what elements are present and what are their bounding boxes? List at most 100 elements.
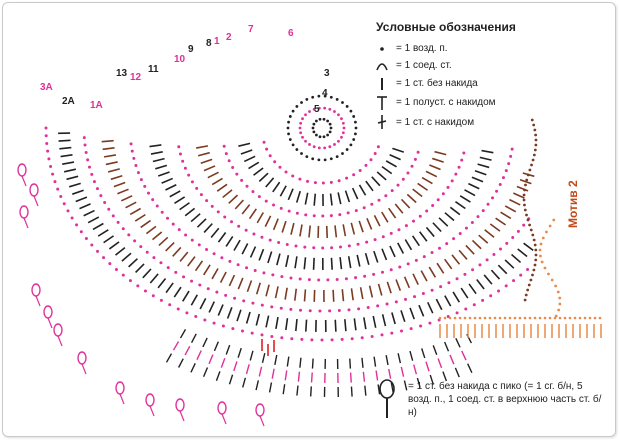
single-crochet-stitch — [225, 344, 231, 355]
chain-stitch — [86, 158, 90, 162]
double-crochet-stitch — [200, 158, 213, 164]
single-crochet-stitch — [377, 384, 381, 395]
double-crochet-stitch — [479, 156, 492, 161]
chain-stitch — [262, 140, 266, 144]
chain-stitch — [264, 199, 268, 203]
single-crochet-stitch — [311, 358, 314, 369]
single-crochet-stitch — [208, 354, 214, 365]
motif-chain-stitch — [524, 293, 528, 297]
chain-stitch — [376, 304, 380, 308]
diagram-frame — [2, 2, 616, 437]
double-crochet-stitch — [427, 301, 434, 314]
double-crochet-stitch — [435, 298, 443, 311]
motif-chain-stitch — [533, 316, 537, 320]
double-crochet-stitch — [276, 253, 281, 266]
double-crochet-stitch — [208, 301, 215, 313]
chain-stitch — [318, 309, 322, 313]
double-crochet-stitch — [295, 190, 302, 203]
motif-chain-stitch — [563, 316, 567, 320]
single-crochet-bar-icon — [381, 78, 383, 90]
chain-stitch — [337, 113, 340, 117]
double-crochet-stitch — [228, 274, 236, 287]
chain-stitch — [394, 300, 398, 304]
chain-stitch — [268, 238, 272, 242]
motif-chain-stitch — [538, 248, 542, 252]
picot-loop — [31, 283, 41, 297]
chain-stitch — [288, 115, 292, 118]
motif-chain-stitch — [523, 188, 526, 192]
chain-stitch — [102, 256, 106, 260]
chain-stitch — [338, 213, 342, 217]
double-crochet-stitch — [59, 146, 72, 150]
chain-stitch — [463, 272, 467, 276]
chain-stitch — [136, 284, 140, 288]
double-crochet-stitch — [121, 252, 132, 262]
double-crochet-stitch — [190, 294, 198, 306]
row-number-label: 8 — [206, 38, 212, 49]
chain-stitch — [341, 121, 345, 125]
single-crochet-stitch — [388, 368, 392, 379]
picot-loop — [77, 351, 87, 365]
chain-stitch — [103, 201, 107, 205]
chain-stitch — [46, 149, 50, 153]
double-crochet-stitch — [436, 262, 445, 274]
double-crochet-stitch — [199, 297, 207, 310]
double-crochet-stitch — [97, 229, 109, 237]
double-crochet-stitch — [359, 287, 364, 300]
chain-stitch — [290, 337, 294, 341]
single-crochet-stitch — [373, 356, 377, 367]
chain-stitch — [231, 166, 235, 170]
chain-stitch — [224, 152, 228, 156]
motif-chain-stitch — [540, 260, 544, 264]
double-crochet-stitch — [255, 282, 261, 295]
double-crochet-stitch — [169, 190, 181, 198]
row-number-label: 3 — [324, 68, 330, 79]
single-crochet-stitch — [282, 384, 286, 395]
chain-stitch — [457, 165, 461, 169]
chain-stitch — [441, 192, 445, 196]
chain-stitch — [460, 158, 464, 162]
single-crochet-stitch — [429, 374, 434, 385]
double-crochet-stitch — [332, 289, 335, 302]
chain-stitch — [215, 290, 219, 294]
chain-stitch — [53, 180, 57, 184]
chain-stitch — [450, 179, 454, 183]
double-crochet-stitch — [226, 307, 233, 319]
motif-label: Мотив 2 — [566, 180, 580, 228]
row-number-label: 4 — [322, 88, 328, 99]
chain-stitch — [321, 181, 325, 185]
double-crochet-stitch — [406, 193, 417, 204]
single-crochet-stitch — [228, 374, 234, 385]
chain-stitch — [323, 94, 327, 98]
double-crochet-stitch — [249, 246, 257, 258]
chain-stitch — [491, 196, 495, 200]
chain-stitch — [284, 170, 288, 174]
chain-stitch — [303, 245, 307, 249]
chain-stitch — [349, 143, 353, 147]
chain-stitch — [183, 166, 187, 170]
chain-stitch — [66, 209, 70, 213]
chain-stitch — [178, 152, 182, 156]
chain-stitch — [212, 321, 216, 325]
double-crochet-stitch — [303, 257, 307, 270]
double-crochet-stitch — [102, 147, 115, 151]
double-crochet-stitch — [157, 171, 170, 177]
motif-chain-stitch — [532, 268, 536, 272]
chain-stitch — [512, 279, 516, 283]
chain-stitch — [185, 311, 189, 315]
chain-stitch — [177, 145, 181, 149]
crochet-rounds — [44, 94, 535, 397]
chain-stitch — [445, 242, 449, 246]
double-crochet-stitch — [173, 286, 182, 298]
double-crochet-stitch — [391, 312, 396, 325]
double-crochet-stitch — [483, 274, 493, 285]
double-crochet-stitch — [409, 307, 415, 320]
chain-stitch — [317, 106, 321, 110]
double-crochet-stitch — [451, 254, 461, 265]
chain-stitch — [166, 266, 170, 270]
chain-stitch — [360, 336, 364, 340]
double-crochet-stitch — [110, 175, 123, 181]
single-crochet-stitch — [390, 382, 394, 393]
